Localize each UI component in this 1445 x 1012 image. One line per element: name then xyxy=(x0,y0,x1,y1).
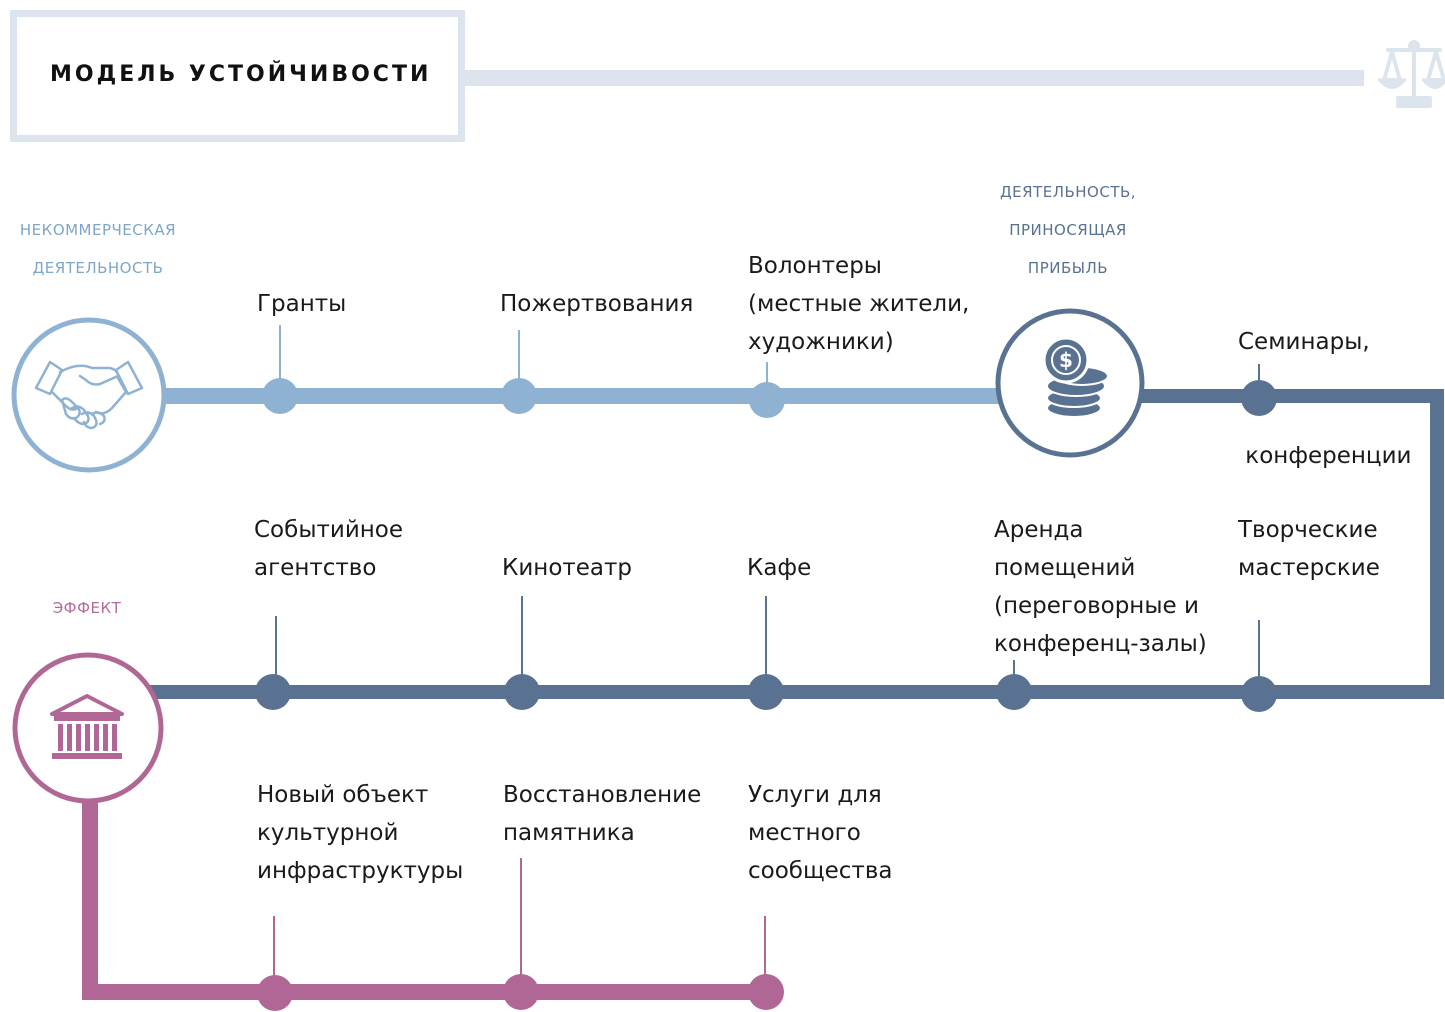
node-cafe xyxy=(748,674,784,710)
coins-dollar-icon: $ xyxy=(1042,336,1109,418)
label-workshops: Творческие мастерские xyxy=(1238,511,1380,587)
label-line: (переговорные и xyxy=(994,593,1199,619)
label-line: памятника xyxy=(503,820,635,846)
category-line: НЕКОММЕРЧЕСКАЯ xyxy=(19,221,177,239)
scales-icon xyxy=(1378,40,1445,108)
label-restoration: Восстановление памятника xyxy=(503,776,701,852)
label-donations: Пожертвования xyxy=(500,285,693,323)
label-cafe: Кафе xyxy=(747,549,811,587)
label-line: конференции xyxy=(1238,443,1412,469)
label-line: культурной xyxy=(257,820,399,846)
label-line: Событийное xyxy=(254,517,404,543)
handshake-icon xyxy=(34,360,144,430)
node-cinema xyxy=(504,674,540,710)
page-title: МОДЕЛЬ УСТОЙЧИВОСТИ xyxy=(50,62,432,87)
label-cinema: Кинотеатр xyxy=(502,549,632,587)
label-line: (местные жители, xyxy=(748,291,970,317)
node-donations xyxy=(501,378,537,414)
label-volunteers: Волонтеры (местные жители, художники) xyxy=(748,247,969,361)
node-event-agency xyxy=(255,674,291,710)
profit-line xyxy=(150,389,1444,699)
effect-line xyxy=(82,800,770,1000)
node-services xyxy=(748,974,784,1010)
label-line: местного xyxy=(748,820,861,846)
svg-text:$: $ xyxy=(1059,348,1073,372)
node-grants xyxy=(262,378,298,414)
label-line: Семинары, xyxy=(1238,329,1370,355)
label-line: Восстановление xyxy=(503,782,702,808)
label-grants: Гранты xyxy=(257,285,346,323)
node-workshops xyxy=(1241,676,1277,712)
category-profit: ДЕЯТЕЛЬНОСТЬ, ПРИНОСЯЩАЯ ПРИБЫЛЬ xyxy=(970,173,1166,287)
label-line: конференц-залы) xyxy=(994,631,1207,657)
node-volunteers xyxy=(749,382,785,418)
label-line: Аренда xyxy=(994,517,1084,543)
label-line: Пожертвования xyxy=(500,291,694,317)
node-restoration xyxy=(503,974,539,1010)
label-line: Кинотеатр xyxy=(502,555,633,581)
category-effect: ЭФФЕКТ xyxy=(30,589,144,627)
category-line: ПРИНОСЯЩАЯ xyxy=(1009,221,1127,239)
label-line: Творческие xyxy=(1238,517,1378,543)
node-seminars xyxy=(1241,380,1277,416)
label-rent: Аренда помещений (переговорные и конфере… xyxy=(994,511,1207,663)
label-services: Услуги для местного сообщества xyxy=(748,776,892,890)
nonprofit-line xyxy=(150,388,1000,404)
label-line: инфраструктуры xyxy=(257,858,464,884)
label-event-agency: Событийное агентство xyxy=(254,511,403,587)
category-line: ДЕЯТЕЛЬНОСТЬ, xyxy=(999,183,1137,201)
label-line: сообщества xyxy=(748,858,893,884)
label-line: Кафе xyxy=(747,555,812,581)
museum-building-icon xyxy=(50,694,124,759)
category-line: ДЕЯТЕЛЬНОСТЬ xyxy=(32,259,164,277)
label-line: Гранты xyxy=(257,291,347,317)
title-connector-bar xyxy=(462,70,1364,86)
label-line: помещений xyxy=(994,555,1136,581)
category-nonprofit: НЕКОММЕРЧЕСКАЯ ДЕЯТЕЛЬНОСТЬ xyxy=(0,211,196,287)
nonprofit-circle xyxy=(11,317,167,473)
category-line: ПРИБЫЛЬ xyxy=(1027,259,1109,277)
label-line: Новый объект xyxy=(257,782,429,808)
label-seminars: Семинары, конференции xyxy=(1238,247,1411,513)
node-rent xyxy=(996,674,1032,710)
label-line: Услуги для xyxy=(748,782,882,808)
node-new-facility xyxy=(257,975,293,1011)
label-line: агентство xyxy=(254,555,377,581)
label-new-facility: Новый объект культурной инфраструктуры xyxy=(257,776,463,890)
category-line: ЭФФЕКТ xyxy=(52,599,122,617)
label-line: художники) xyxy=(748,329,894,355)
label-line: мастерские xyxy=(1238,555,1380,581)
title-box xyxy=(10,10,465,142)
label-line: Волонтеры xyxy=(748,253,882,279)
